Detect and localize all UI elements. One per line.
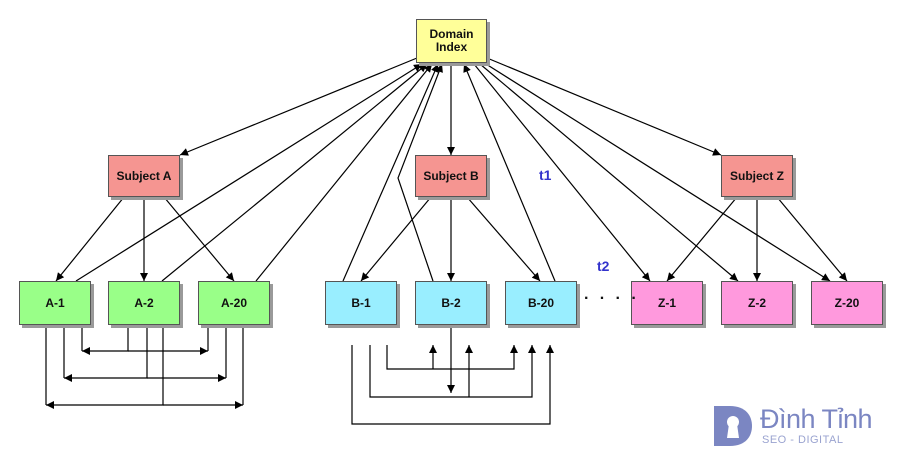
edge-b2-index — [397, 63, 443, 282]
a-20-node: A-20 — [198, 281, 270, 325]
a-1-node: A-1 — [19, 281, 91, 325]
ellipsis-dots: · · · · — [584, 290, 640, 307]
edge-index-z1 — [465, 55, 651, 282]
edge-a1-index — [75, 63, 423, 282]
t2-label: t2 — [597, 258, 610, 274]
logo-name: Đình Tỉnh — [760, 404, 873, 434]
b-2-node: B-2 — [415, 281, 487, 325]
t1-label: t1 — [539, 167, 552, 183]
subject-a-node: Subject A — [108, 155, 180, 197]
b-20-node: B-20 — [505, 281, 577, 325]
domain-index-node: Domain Index — [416, 19, 487, 63]
subject-z-node: Subject Z — [721, 155, 793, 197]
edge-index-subject-a — [179, 51, 426, 156]
subject-b-node: Subject B — [415, 155, 487, 197]
brand-logo: Đình Tỉnh SEO - DIGITAL — [712, 404, 902, 452]
edge-subject-a-a20 — [163, 196, 235, 282]
z-20-node: Z-20 — [811, 281, 883, 325]
b-1-node: B-1 — [325, 281, 397, 325]
a-2-node: A-2 — [108, 281, 180, 325]
edge-subject-b-b1 — [360, 196, 432, 282]
edge-subject-a-a1 — [55, 196, 125, 282]
edge-subject-z-z20 — [776, 196, 848, 282]
z-1-node: Z-1 — [631, 281, 703, 325]
edge-index-z20 — [477, 56, 831, 282]
edge-index-subject-z — [478, 51, 722, 156]
edge-a-cross-1 — [82, 325, 129, 355]
keyhole-d-icon — [714, 406, 752, 446]
edge-b-cross-2 — [369, 345, 536, 398]
edge-subject-z-z1 — [666, 196, 738, 282]
edge-b-cross-3 — [351, 345, 554, 425]
edge-a20-index — [255, 63, 433, 282]
logo-tagline: SEO - DIGITAL — [762, 434, 844, 446]
edge-a2-index — [161, 63, 428, 282]
z-2-node: Z-2 — [721, 281, 793, 325]
edge-b1-index — [342, 63, 439, 282]
edge-subject-b-b20 — [466, 196, 541, 282]
edge-index-z2 — [471, 55, 739, 282]
